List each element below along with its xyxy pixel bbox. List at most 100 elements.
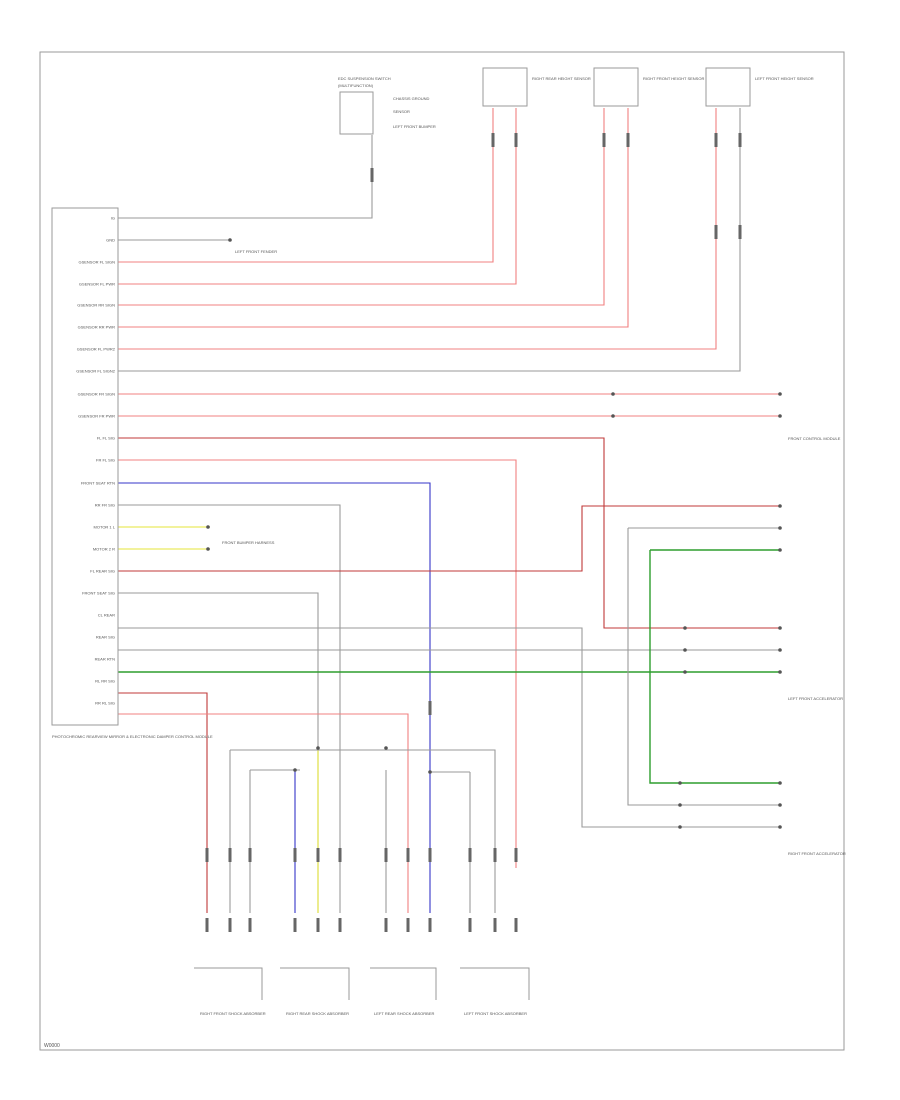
switch-note-2: SENSOR xyxy=(393,109,410,114)
bottom-connector-pin xyxy=(514,848,518,862)
terminal-end xyxy=(778,526,782,530)
module-pin-label: RR FR SIG xyxy=(95,503,115,508)
wire-rr-fr-sig xyxy=(118,504,341,913)
bottom-connector-pin xyxy=(338,848,342,862)
bottom-connector-pin xyxy=(228,918,232,932)
terminal-end xyxy=(778,626,782,630)
wire-fl-rear-sig xyxy=(118,505,780,572)
module-pin-label: FRONT SEAT SIG xyxy=(82,591,115,596)
splice-dot xyxy=(293,768,297,772)
terminal-end xyxy=(778,414,782,418)
bottom-connector-pin xyxy=(205,848,209,862)
wire-accel-3 xyxy=(649,550,780,784)
top-sensor-label-1: RIGHT REAR HEIGHT SENSOR xyxy=(532,76,591,81)
wire-cl-rear xyxy=(118,627,780,828)
wire-lf-height-sign xyxy=(118,108,741,372)
module-pin-label: FR FL SIG xyxy=(96,458,115,463)
module-pin-label: RL RR SIG xyxy=(95,679,115,684)
motor-note: FRONT BUMPER HARNESS xyxy=(222,540,275,545)
bottom-connector-pin xyxy=(228,848,232,862)
switch-note-3: LEFT FRONT BUMPER xyxy=(393,124,436,129)
module-pin-label: REAR SIG xyxy=(96,635,115,640)
rr-shock-absorber-box xyxy=(280,967,350,1000)
module-pin-label: GSENSOR FR SIGN xyxy=(78,392,115,397)
wire-bottom-5 xyxy=(230,749,496,913)
left-front-height-sensor-box xyxy=(705,67,751,107)
top-connector-pin xyxy=(370,168,374,182)
inline-connector xyxy=(678,803,682,807)
right-front-height-sensor-box xyxy=(593,67,639,107)
bottom-connector-pin xyxy=(406,918,410,932)
switch-subtitle: (MULTIFUNCTION) xyxy=(338,83,374,88)
inline-connector xyxy=(683,648,687,652)
right-group-label-2: LEFT FRONT ACCELERATOR xyxy=(788,696,843,701)
ground-note: LEFT FRONT FENDER xyxy=(235,249,277,254)
top-connector-pin xyxy=(602,133,606,147)
motor-connector-1 xyxy=(206,525,210,529)
wire-front-seat-rtn xyxy=(118,482,431,913)
wire-rf-height-sign xyxy=(118,108,605,306)
top-connector-pin xyxy=(714,133,718,147)
inline-connector xyxy=(678,781,682,785)
wire-rl-rr-sig xyxy=(118,692,208,913)
inline-connector xyxy=(683,670,687,674)
bottom-connector-pin xyxy=(493,848,497,862)
module-pin-label: FL FL SIG xyxy=(97,436,115,441)
bottom-connector-pin xyxy=(316,848,320,862)
right-group-label-3: RIGHT FRONT ACCELERATOR xyxy=(788,851,846,856)
module-pin-label: RR RL SIG xyxy=(95,701,115,706)
module-pin-label: FL REAR SIG xyxy=(90,569,115,574)
inline-connector xyxy=(611,392,615,396)
bottom-sensor-label-1: RIGHT FRONT SHOCK ABSORBER xyxy=(200,1011,266,1016)
splice-dot xyxy=(428,770,432,774)
bottom-connector-pin xyxy=(338,918,342,932)
module-pin-label: REAR RTN xyxy=(95,657,115,662)
ground-point xyxy=(228,238,232,242)
lf-shock-absorber-box xyxy=(460,967,530,1000)
rf-shock-absorber-box xyxy=(194,967,263,1000)
terminal-end xyxy=(778,548,782,552)
bottom-connector-pin xyxy=(205,918,209,932)
bottom-connector-pin xyxy=(428,848,432,862)
wire-lf-height-pwr xyxy=(118,108,717,350)
module-pin-label: CL REAR xyxy=(98,613,115,618)
wire-fr-fl-sig xyxy=(118,459,517,868)
terminal-end xyxy=(778,392,782,396)
switch-note-1: CHASSIS GROUND xyxy=(393,96,430,101)
module-pin-label: GSENSOR RR SIGN xyxy=(77,303,115,308)
bottom-sensor-label-2: RIGHT REAR SHOCK ABSORBER xyxy=(286,1011,349,1016)
right-group-label-1: FRONT CONTROL MODULE xyxy=(788,436,841,441)
top-connector-pin xyxy=(514,133,518,147)
switch-title: EDC SUSPENSION SWITCH xyxy=(338,76,391,81)
top-connector-pin xyxy=(491,133,495,147)
wire-rr-rl-sig xyxy=(118,713,409,913)
splice-dot xyxy=(384,746,388,750)
motor-connector-2 xyxy=(206,547,210,551)
bottom-connector-pin xyxy=(468,848,472,862)
top-connector-pin xyxy=(738,133,742,147)
figure-id: W0000 xyxy=(44,1043,60,1049)
edc-switch-box xyxy=(339,91,374,135)
module-pin-label: IG xyxy=(111,216,115,221)
bottom-connector-pin xyxy=(468,918,472,932)
terminal-end xyxy=(778,781,782,785)
module-pin-label: MOTOR 1 L xyxy=(94,525,116,530)
wire-rf-height-pwr xyxy=(118,108,629,328)
module-pin-label: MOTOR 2 R xyxy=(93,547,115,552)
electronic-damper-module xyxy=(51,207,119,726)
connectors xyxy=(205,133,782,932)
bottom-connector-pin xyxy=(384,848,388,862)
module-pin-label: FRONT SEAT RTN xyxy=(81,481,115,486)
top-sensor-label-3: LEFT FRONT HEIGHT SENSOR xyxy=(755,76,814,81)
splice-dot xyxy=(316,746,320,750)
inline-connector xyxy=(611,414,615,418)
top-connector-pin xyxy=(738,225,742,239)
inline-connector xyxy=(678,825,682,829)
bottom-connector-pin xyxy=(428,918,432,932)
bottom-connector-pin xyxy=(248,918,252,932)
top-connector-pin xyxy=(626,133,630,147)
module-caption: PHOTOCHROMIC REARVIEW MIRROR & ELECTRONI… xyxy=(52,734,213,739)
terminal-end xyxy=(778,803,782,807)
